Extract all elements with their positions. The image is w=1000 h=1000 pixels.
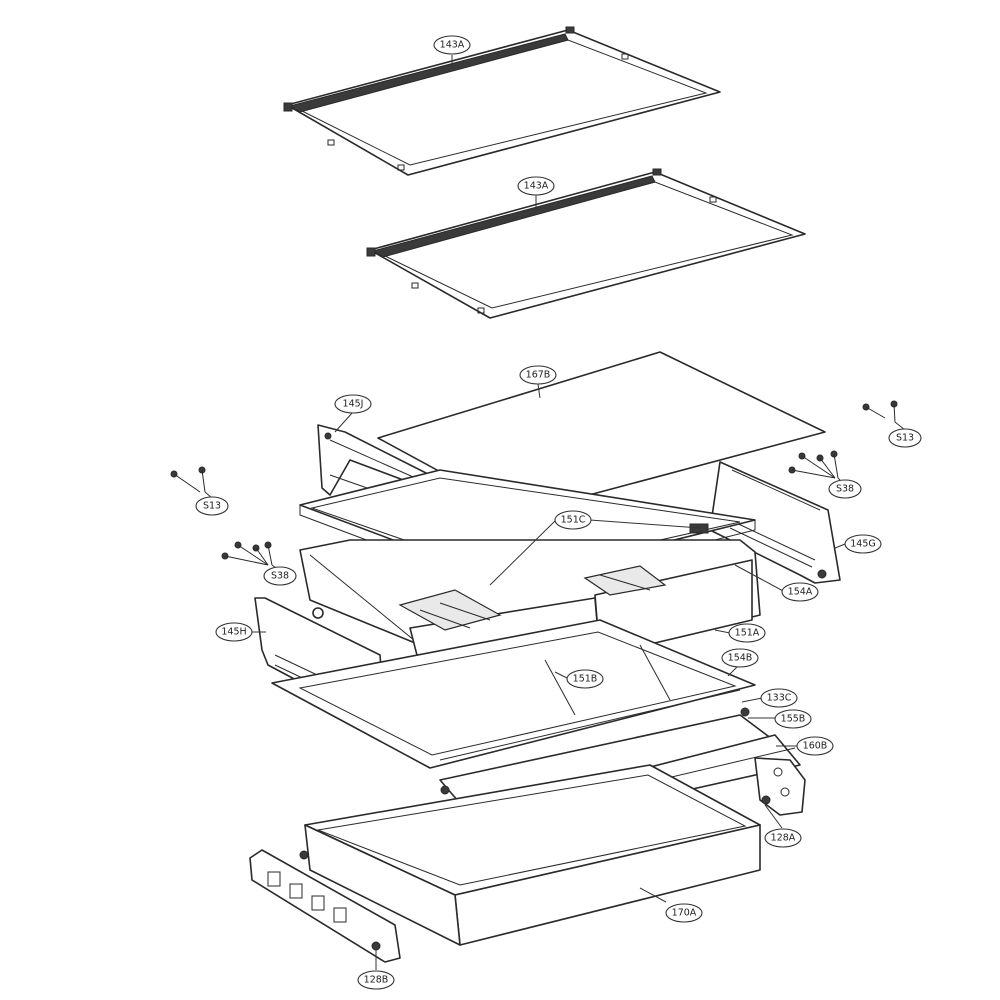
callout-label: 128B <box>364 975 389 986</box>
callout-label: 133C <box>767 693 792 704</box>
callout-170a: 170A <box>665 903 703 923</box>
left-upper-rail <box>317 424 431 511</box>
callout-155b: 155B <box>774 709 812 729</box>
callout-167b: 167B <box>519 365 557 385</box>
callout-label: 151A <box>735 628 760 639</box>
callout-128a: 128A <box>764 828 802 848</box>
right-end-bracket <box>754 757 806 816</box>
callout-154a: 154A <box>781 582 819 602</box>
callout-160b: 160B <box>796 736 834 756</box>
screws-s13-right <box>862 400 898 423</box>
callout-label: 143A <box>440 40 465 51</box>
callout-145g: 145G <box>844 534 882 554</box>
callout-s13-left: S13 <box>195 496 229 516</box>
callout-145j: 145J <box>334 394 372 414</box>
callout-label: S38 <box>271 571 289 582</box>
callout-154b: 154B <box>721 648 759 668</box>
screws-s13-left <box>170 466 206 493</box>
callout-label: 128A <box>771 833 796 844</box>
callout-label: 151B <box>573 674 598 685</box>
callout-label: S13 <box>896 433 914 444</box>
callout-label: 160B <box>803 741 828 752</box>
callout-label: 154A <box>788 587 813 598</box>
callout-s13-right: S13 <box>888 428 922 448</box>
callout-label: 155B <box>781 714 806 725</box>
callout-151c: 151C <box>554 510 592 530</box>
callout-label: S38 <box>836 484 854 495</box>
bottom-drawer <box>299 764 761 946</box>
callout-label: 145H <box>221 627 246 638</box>
screws-s38-left <box>221 541 273 566</box>
callout-label: 154B <box>728 653 753 664</box>
callout-label: 151C <box>561 515 586 526</box>
glass-shelf-top <box>283 26 721 176</box>
callout-label: S13 <box>203 501 221 512</box>
callout-145h: 145H <box>215 622 253 642</box>
callout-label: 167B <box>526 370 551 381</box>
callout-151b: 151B <box>566 669 604 689</box>
callout-label: 145J <box>343 399 364 410</box>
callout-133c: 133C <box>760 688 798 708</box>
callout-s38-left: S38 <box>263 566 297 586</box>
callout-label: 143A <box>524 181 549 192</box>
crisper-divider-frame <box>271 619 756 769</box>
callout-151a: 151A <box>728 623 766 643</box>
callout-128b: 128B <box>357 970 395 990</box>
screws-s38-right <box>788 450 839 479</box>
callout-label: 145G <box>850 539 876 550</box>
callout-label: 170A <box>672 908 697 919</box>
callout-s38-right: S38 <box>828 479 862 499</box>
callout-143a-middle: 143A <box>517 176 555 196</box>
callout-143a-top: 143A <box>433 35 471 55</box>
glass-shelf-middle <box>366 168 806 319</box>
left-end-grille <box>249 849 401 963</box>
